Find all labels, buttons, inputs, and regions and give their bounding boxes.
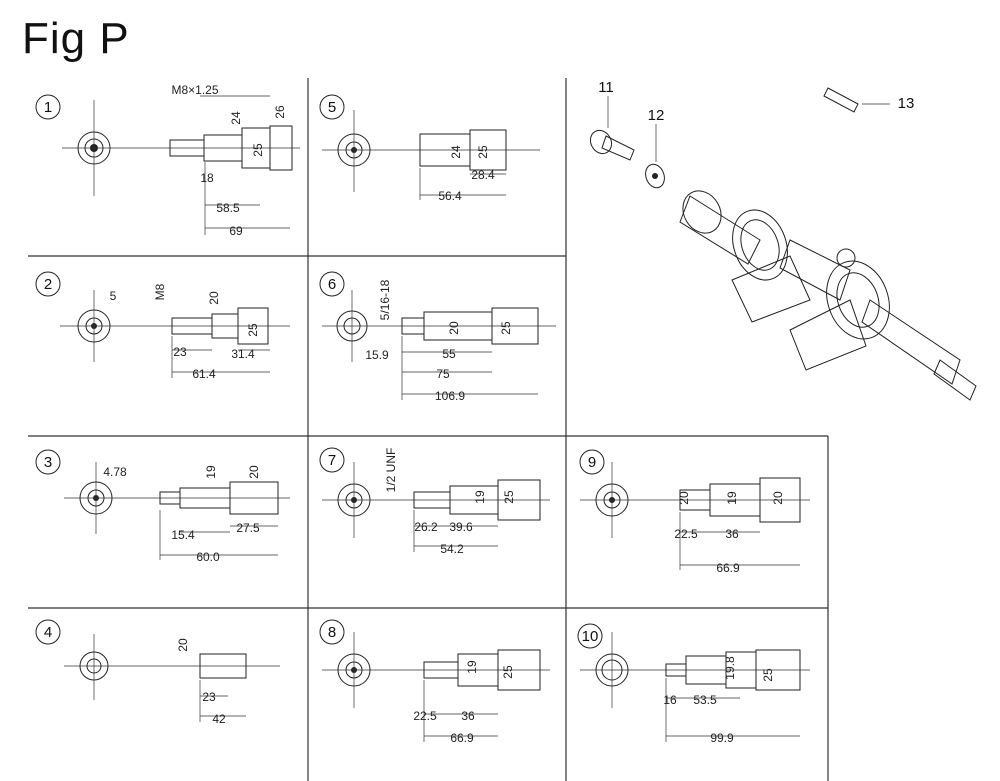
dimension-label: 58.5 <box>216 201 240 215</box>
dimension-label: 66.9 <box>450 731 474 745</box>
dimension-label: 20 <box>176 638 190 652</box>
panel-number: 9 <box>588 454 596 471</box>
dimension-label: 25 <box>246 323 260 337</box>
dimension-label: 75 <box>436 367 450 381</box>
panel-number-circle <box>35 449 61 475</box>
panel-number: 1 <box>44 99 52 116</box>
panel-number-circle <box>319 94 345 120</box>
dimension-label: 25 <box>476 145 490 159</box>
panel-number: 4 <box>44 624 52 641</box>
dimension-label: 25 <box>501 665 515 679</box>
panel-number: 8 <box>328 624 336 641</box>
panel-number: 10 <box>582 628 599 645</box>
panel-number-circle <box>35 271 61 297</box>
bolt-part-11 <box>589 96 635 161</box>
dimension-label: 56.4 <box>438 189 462 203</box>
dimension-label: 99.9 <box>710 731 734 745</box>
dimension-label: 20 <box>247 465 261 479</box>
dimension-label: 25 <box>761 668 775 682</box>
dimension-label: 19 <box>204 465 218 479</box>
dimension-label: 19 <box>465 660 479 674</box>
dimension-label: 22.5 <box>413 709 437 723</box>
part-callout-number: 13 <box>898 95 915 112</box>
dimension-label: 26 <box>273 105 287 119</box>
dimension-label: 20 <box>771 491 785 505</box>
panel-number: 7 <box>328 452 336 469</box>
dimension-label: 19.8 <box>723 656 737 680</box>
dimension-label: 20 <box>447 321 461 335</box>
dimension-label: 31.4 <box>231 347 255 361</box>
panel-3-shaft <box>64 462 290 560</box>
dimension-label: M8 <box>153 283 167 300</box>
panel-9-shaft <box>580 462 810 570</box>
dimension-label: 25 <box>502 490 516 504</box>
dimension-label: 69 <box>229 224 243 238</box>
dimension-label: 25 <box>251 143 265 157</box>
dimension-label: 20 <box>677 491 691 505</box>
dimension-label: 23 <box>202 690 216 704</box>
panel-number-circle <box>319 271 345 297</box>
panel-8-shaft <box>322 632 550 742</box>
panel-4-shaft <box>64 634 280 722</box>
dimension-label: 42 <box>212 712 226 726</box>
dimension-label: 19 <box>473 490 487 504</box>
dimension-label: 15.9 <box>365 348 389 362</box>
panel-10-shaft <box>580 632 810 742</box>
dimension-label: 60.0 <box>196 550 220 564</box>
panel-number: 5 <box>328 99 336 116</box>
panel-6-shaft <box>322 290 556 400</box>
crankshaft-illustration <box>679 190 977 401</box>
panel-1-shaft <box>62 95 300 235</box>
panel-number-circle <box>35 619 61 645</box>
figure-title: Fig P <box>22 14 130 63</box>
pin-part-13 <box>823 87 890 113</box>
panel-2-shaft <box>60 290 290 378</box>
dimension-label: 15.4 <box>171 528 195 542</box>
panel-number-circle <box>579 449 605 475</box>
dimension-label: 1/2 UNF <box>384 448 398 493</box>
dimension-label: M8×1.25 <box>171 83 218 97</box>
dimension-label: 19 <box>725 491 739 505</box>
dimension-label: 53.5 <box>693 693 717 707</box>
dimension-label: 20 <box>207 291 221 305</box>
panel-number-circle <box>35 94 61 120</box>
dimension-label: 5/16-18 <box>378 279 392 320</box>
dimension-label: 39.6 <box>449 520 473 534</box>
panel-7-shaft <box>322 462 550 552</box>
panel-grid <box>28 78 829 781</box>
part-callout-number: 11 <box>598 79 614 96</box>
dimension-label: 36 <box>725 527 739 541</box>
panel-number-circle <box>319 619 345 645</box>
dimension-label: 25 <box>499 321 513 335</box>
dimension-label: 36 <box>461 709 475 723</box>
panel-number: 6 <box>328 276 336 293</box>
panel-number-circle <box>577 623 603 649</box>
dimension-label: 106.9 <box>435 389 465 403</box>
dimension-label: 23 <box>173 345 187 359</box>
part-callout-number: 12 <box>648 107 665 124</box>
panel-5-shaft <box>322 110 540 200</box>
dimension-label: 27.5 <box>236 521 260 535</box>
dimension-label: 66.9 <box>716 561 740 575</box>
dimension-label: 22.5 <box>674 527 698 541</box>
dimension-label: 24 <box>449 145 463 159</box>
dimension-label: 5 <box>110 289 117 303</box>
panel-number: 3 <box>44 454 52 471</box>
dimension-label: 54.2 <box>440 542 464 556</box>
dimension-label: 28.4 <box>471 168 495 182</box>
dimension-label: 4.78 <box>103 465 127 479</box>
dimension-label: 18 <box>200 171 214 185</box>
dimension-label: 55 <box>442 347 456 361</box>
panel-number: 2 <box>44 276 52 293</box>
dimension-label: 24 <box>229 111 243 125</box>
dimension-label: 26.2 <box>414 520 438 534</box>
washer-part-12 <box>645 124 665 189</box>
panel-number-circle <box>319 447 345 473</box>
dimension-label: 61.4 <box>192 367 216 381</box>
dimension-label: 16 <box>663 693 677 707</box>
